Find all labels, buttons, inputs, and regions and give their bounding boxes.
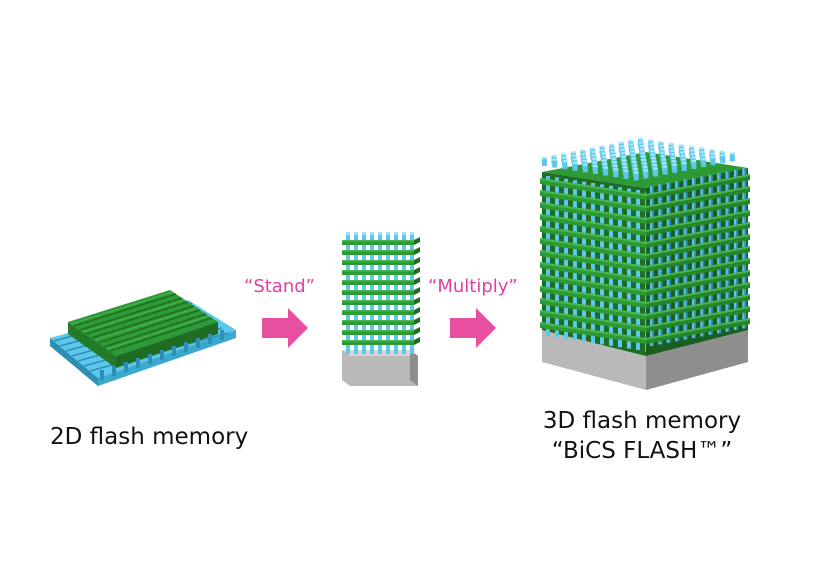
cube-left-face <box>540 172 649 356</box>
flat-2d-green-lines <box>68 290 224 380</box>
caption-2d-flash-memory: 2D flash memory <box>50 424 249 450</box>
flat-2d-array <box>50 290 236 386</box>
cube-3d-array <box>540 137 750 390</box>
caption-3d-flash-memory: 3D flash memory <box>542 408 742 434</box>
caption-bics-flash: “BiCS FLASH™” <box>551 438 733 464</box>
standing-block-word-lines <box>342 237 420 345</box>
multiply-step-label: “Multiply” <box>428 276 518 297</box>
cube-top-pillars <box>542 137 735 181</box>
right-arrow-icon <box>262 308 308 348</box>
right-arrow-icon <box>450 308 496 348</box>
stand-step-label: “Stand” <box>244 276 315 297</box>
cube-right-face <box>646 168 750 356</box>
standing-block <box>342 232 420 386</box>
